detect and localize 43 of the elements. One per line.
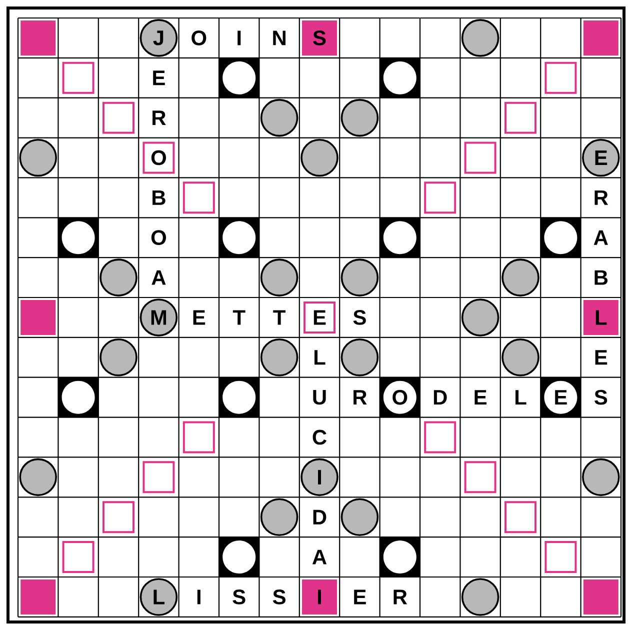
letter: O <box>392 390 408 405</box>
letter: L <box>314 350 326 365</box>
letter: A <box>594 230 608 245</box>
letter: I <box>318 590 321 604</box>
letter: T <box>273 310 286 325</box>
letter: E <box>555 390 567 405</box>
letter: S <box>313 30 326 46</box>
letter: B <box>152 190 166 205</box>
letter: L <box>154 590 164 604</box>
letter: R <box>354 390 367 405</box>
letter: R <box>594 190 608 205</box>
letter: O <box>192 30 206 46</box>
letter: M <box>151 310 166 325</box>
letter: I <box>197 590 200 604</box>
letter: E <box>314 310 326 325</box>
letter: U <box>313 390 326 405</box>
letter: C <box>312 430 326 445</box>
letter: R <box>152 110 166 126</box>
letter: N <box>273 30 286 46</box>
letter: S <box>594 390 608 405</box>
letter: E <box>595 150 608 165</box>
letter: A <box>312 550 327 564</box>
letter: B <box>594 270 608 285</box>
letter: I <box>238 30 241 46</box>
letter: E <box>354 590 366 604</box>
letter: E <box>193 310 206 325</box>
letter: E <box>595 350 608 365</box>
letter: O <box>151 150 166 166</box>
letter: L <box>516 390 526 405</box>
letter: S <box>353 310 366 325</box>
letter: S <box>232 590 246 604</box>
letter: A <box>152 270 166 285</box>
letter: S <box>272 590 286 604</box>
letter: L <box>596 310 607 325</box>
letter: D <box>313 510 326 524</box>
letter: T <box>232 310 246 325</box>
letter: E <box>474 390 486 405</box>
letter: E <box>153 70 165 86</box>
letter: I <box>318 470 321 484</box>
letter: D <box>434 390 447 405</box>
letter: O <box>151 230 166 246</box>
letter: R <box>394 590 408 604</box>
letter: J <box>153 30 164 46</box>
